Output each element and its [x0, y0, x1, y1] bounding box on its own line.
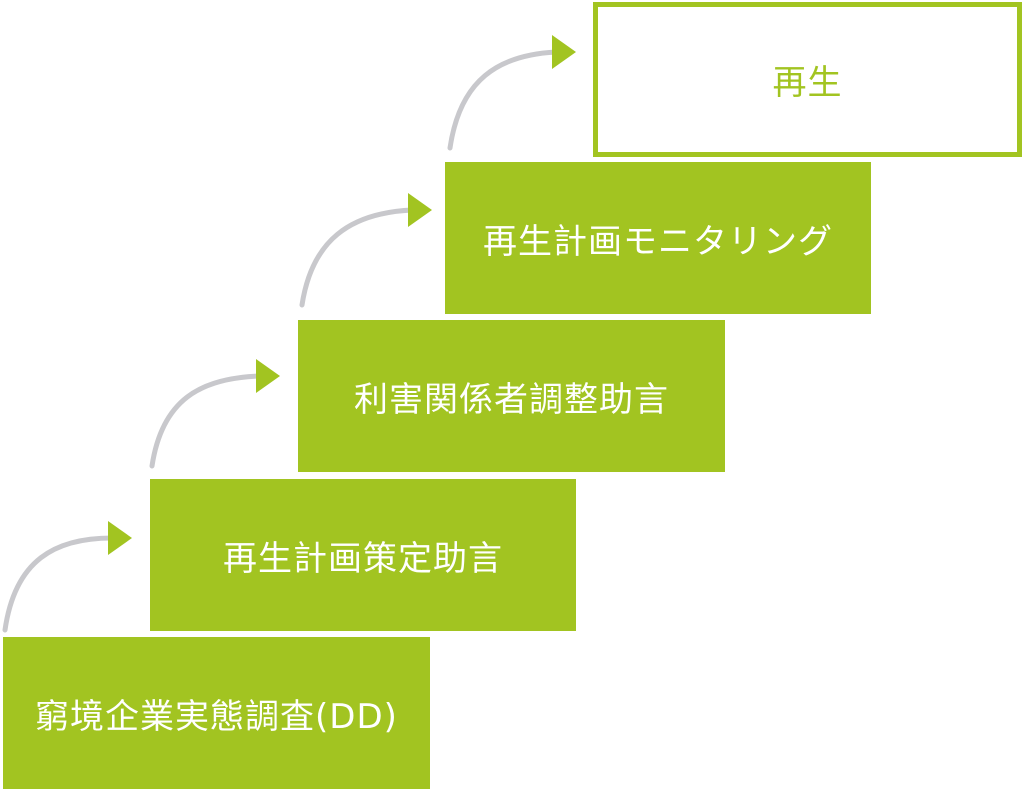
arrow-step4-to-step5 [447, 35, 576, 151]
step-plan-formulation: 再生計画策定助言 [150, 479, 576, 631]
step-label: 再生計画モニタリング [483, 221, 833, 262]
step-stakeholder-coordination: 利害関係者調整助言 [298, 320, 725, 472]
arrow-step3-to-step4 [299, 193, 432, 308]
step-label: 窮境企業実態調査(DD) [35, 696, 398, 737]
arrow-step1-to-step2 [2, 521, 132, 633]
step-revitalization: 再生 [593, 2, 1022, 157]
step-due-diligence: 窮境企業実態調査(DD) [3, 637, 430, 789]
step-label: 利害関係者調整助言 [354, 379, 669, 420]
arrow-step2-to-step3 [149, 359, 280, 469]
step-label: 再生計画策定助言 [223, 538, 503, 579]
step-label: 再生 [772, 63, 843, 103]
step-plan-monitoring: 再生計画モニタリング [445, 162, 871, 314]
